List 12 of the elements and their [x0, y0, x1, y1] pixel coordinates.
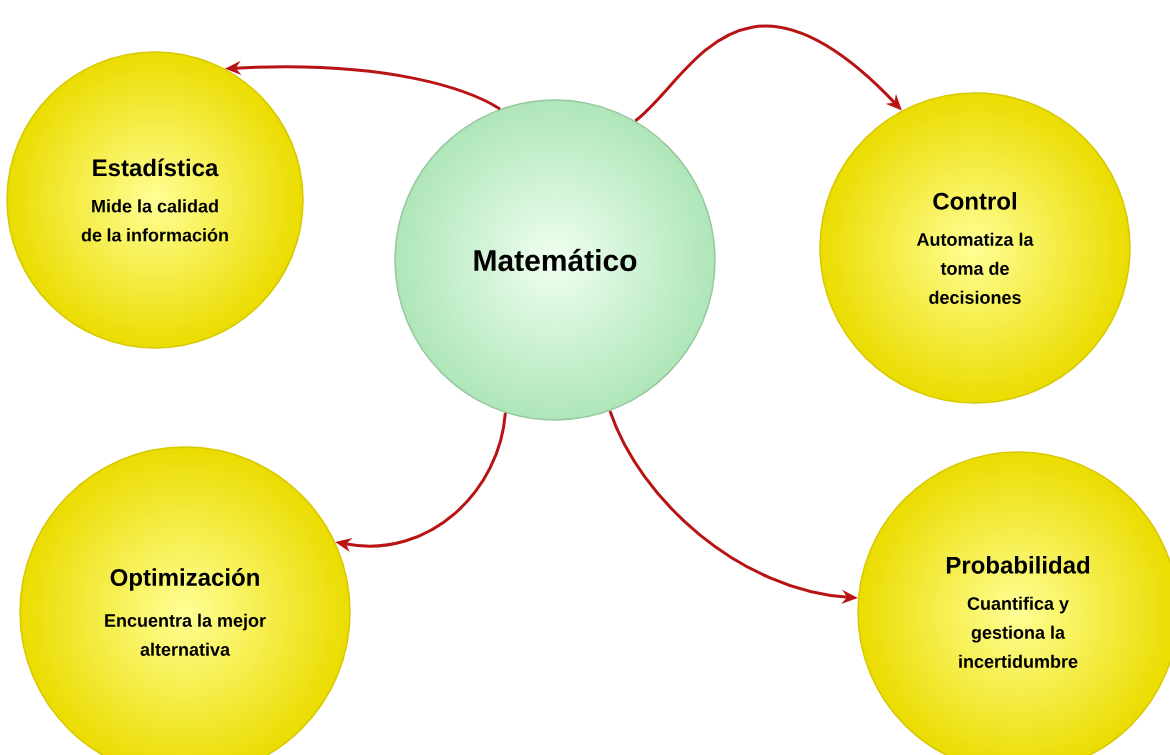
node-title: Control	[933, 192, 1016, 210]
node-description: Cuantifica y gestiona la incertidumbre	[959, 596, 1078, 668]
node-title: Matemático	[474, 248, 637, 272]
node-title: Estadística	[93, 158, 219, 177]
circle-node	[6, 51, 304, 349]
node-title: Optimización	[110, 568, 259, 591]
node-description: Automatiza la toma de decisiones	[916, 232, 1034, 304]
node-description: Mide la calidad de la información	[81, 199, 228, 242]
circle-node	[819, 92, 1131, 404]
node-description: Encuentra la mejor alternativa	[105, 613, 266, 656]
node-title: Probabilidad	[946, 556, 1090, 574]
circle-node	[394, 99, 716, 421]
